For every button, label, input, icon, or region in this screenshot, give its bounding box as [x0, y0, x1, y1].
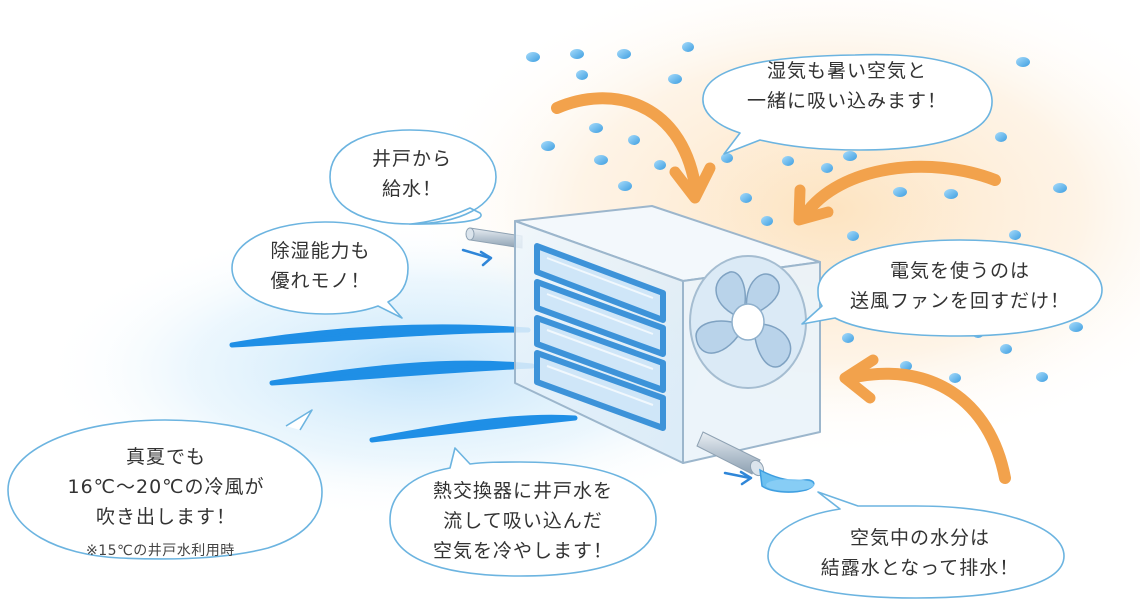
bubble-dehumidify: [231, 221, 409, 319]
curved-arrow-icon: [839, 354, 1011, 484]
water-droplet-icon: [576, 70, 588, 80]
water-droplet-icon: [893, 187, 907, 197]
callout-cool-air-note: ※15℃の井戸水利用時: [86, 543, 235, 559]
flow-arrows: [461, 248, 753, 486]
water-droplet-icon: [654, 160, 666, 170]
water-droplet-icon: [842, 333, 854, 343]
callout-line: 一緒に吸い込みます！: [746, 90, 947, 112]
callout-line: 吹き出します！: [95, 506, 236, 528]
callout-well-supply: 井戸から 給水！: [332, 144, 492, 204]
outflow-arrow-icon: [723, 470, 753, 486]
curved-arrow-icon: [793, 160, 1001, 226]
water-droplet-icon: [541, 141, 555, 151]
callout-line: 電気を使うのは: [889, 260, 1030, 282]
water-droplet-icon: [1036, 372, 1048, 382]
water-droplet-icon: [682, 42, 694, 52]
callout-line: 井戸から: [371, 148, 452, 170]
water-droplet-icon: [782, 156, 794, 166]
bubble-drainage: [767, 491, 1065, 599]
water-droplet-icon: [944, 189, 958, 199]
water-droplet-icon: [628, 135, 640, 145]
bubble-heat-exchanger: [389, 447, 657, 577]
bubble-humid-air: [702, 53, 993, 155]
airflow-streak: [369, 414, 578, 443]
callout-line: 空気中の水分は: [849, 527, 990, 549]
callout-line: 熱交換器に井戸水を: [432, 480, 613, 502]
heat-exchanger-coils: [534, 243, 666, 431]
water-droplet-icon: [1000, 344, 1012, 354]
cool-airflow: [229, 324, 578, 443]
callout-heat-exchanger: 熱交換器に井戸水を 流して吸い込んだ 空気を冷やします！: [396, 476, 650, 566]
bubble-cool-air: [7, 409, 323, 560]
water-droplet-icon: [589, 123, 603, 133]
callout-line: 真夏でも: [125, 446, 206, 468]
water-droplet-icon: [843, 151, 857, 161]
callout-electricity: 電気を使うのは 送風ファンを回すだけ！: [822, 256, 1098, 316]
water-droplet-icon: [1053, 183, 1067, 193]
water-droplet-icon: [847, 231, 859, 241]
intake-arrows: [551, 92, 1011, 484]
callout-line: 結露水となって排水！: [820, 557, 1020, 579]
water-droplet-icon: [740, 193, 752, 203]
water-droplet-icon: [668, 74, 682, 84]
water-droplet-icon: [821, 163, 833, 173]
callout-line: 16℃〜20℃の冷風が: [67, 476, 265, 498]
water-droplet-icon: [761, 216, 773, 226]
water-droplet-icon: [721, 153, 733, 163]
bubble-well-supply: [329, 129, 497, 225]
water-droplet-icon: [995, 132, 1007, 142]
speech-bubbles: [7, 53, 1103, 599]
callout-line: 給水！: [381, 178, 442, 200]
callout-line: 湿気も暑い空気と: [766, 60, 927, 82]
callout-humid-air: 湿気も暑い空気と 一緒に吸い込みます！: [707, 56, 987, 116]
drain-pipe: [696, 431, 815, 493]
callout-line: 空気を冷やします！: [432, 540, 613, 562]
callout-drainage: 空気中の水分は 結露水となって排水！: [780, 523, 1060, 583]
water-droplet-icon: [1016, 57, 1030, 67]
callout-cool-air: 真夏でも 16℃〜20℃の冷風が 吹き出します！: [22, 442, 310, 532]
inflow-arrow-icon: [461, 248, 493, 267]
fan-icon: [689, 255, 807, 389]
water-droplet-icon: [526, 52, 540, 62]
water-droplet-icon: [594, 155, 608, 165]
water-droplet-icon: [949, 373, 961, 383]
callout-dehumidify: 除湿能力も 優れモノ！: [238, 236, 403, 296]
water-droplet-icon: [618, 181, 632, 191]
water-droplet-icon: [1009, 230, 1021, 240]
curved-arrow-icon: [551, 92, 716, 204]
water-droplet-icon: [570, 49, 584, 59]
callout-line: 除湿能力も: [270, 240, 371, 262]
callout-line: 送風ファンを回すだけ！: [849, 290, 1070, 312]
callout-line: 流して吸い込んだ: [443, 510, 603, 532]
water-droplet-icon: [1069, 322, 1083, 332]
water-droplet-icon: [617, 49, 631, 59]
callout-line: 優れモノ！: [270, 270, 371, 292]
bubble-electricity: [801, 239, 1103, 337]
